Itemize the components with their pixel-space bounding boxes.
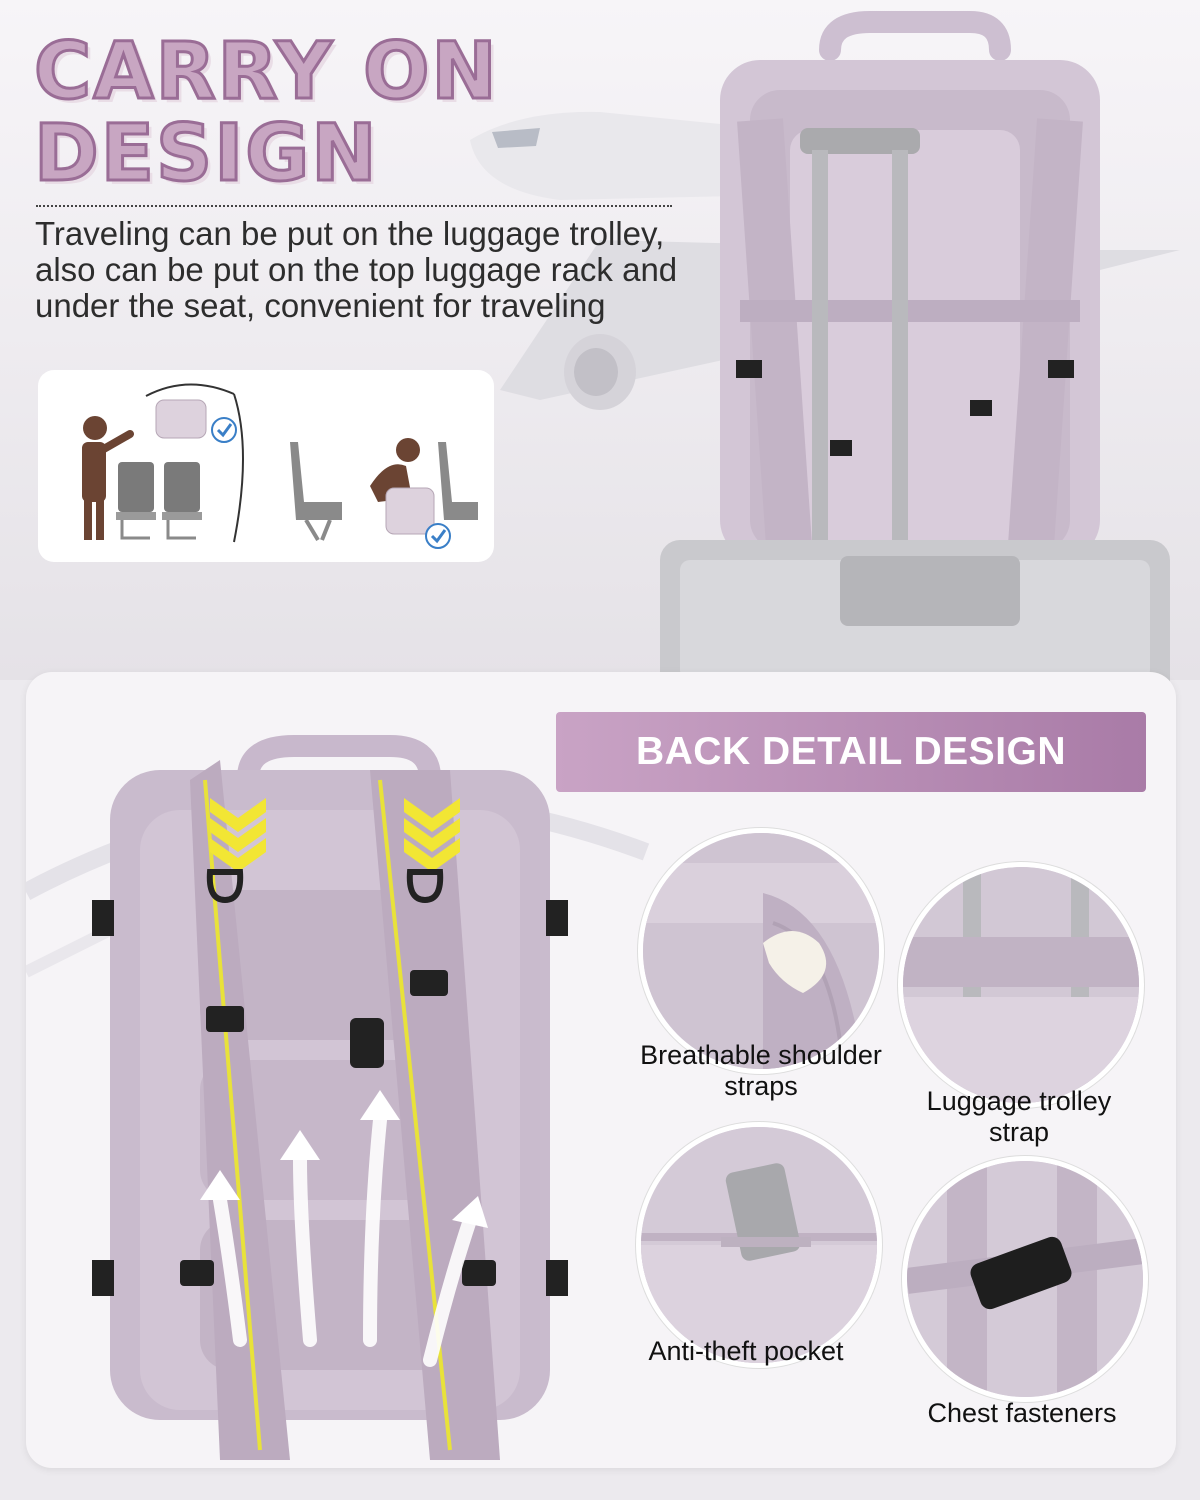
trolley-strap-closeup-image: [898, 862, 1144, 1108]
under-seat-icon: [290, 438, 478, 549]
feature-label: Luggage trolley strap: [926, 1086, 1112, 1147]
section-banner-title: BACK DETAIL DESIGN: [635, 730, 1067, 773]
feature-label: Chest fasteners: [927, 1398, 1117, 1428]
dotted-divider: [36, 205, 672, 207]
headline-line-1: CARRY ON: [33, 27, 499, 117]
chest-buckle-closeup-image: [902, 1156, 1148, 1402]
feature-label: Anti-theft pocket: [648, 1336, 844, 1366]
hidden-pocket-closeup-image: [636, 1122, 882, 1368]
section-banner: [556, 712, 1146, 792]
usage-icon-card: [38, 370, 494, 562]
backpack-back-view-image: [92, 735, 568, 1460]
feature-label: Breathable shoulder straps: [640, 1040, 882, 1101]
description-text: Traveling can be put on the luggage trol…: [35, 215, 678, 324]
headline-line-2: DESIGN: [33, 109, 379, 199]
backpack-on-luggage-image: [660, 10, 1170, 700]
overhead-rack-icon: [82, 383, 244, 543]
shoulder-strap-closeup-image: [638, 828, 884, 1074]
